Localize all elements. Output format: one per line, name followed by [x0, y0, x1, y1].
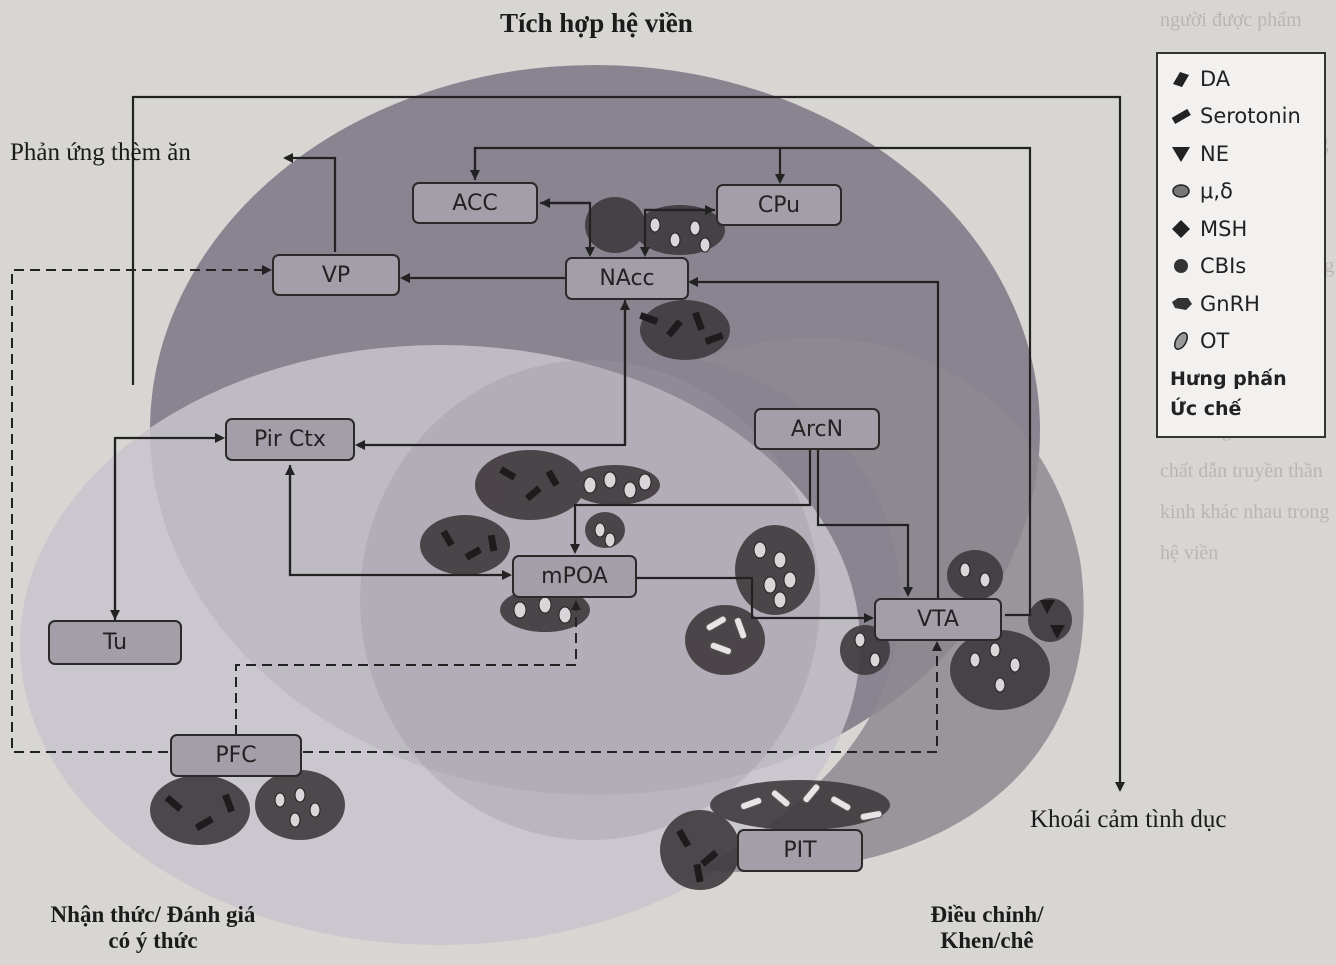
ne-icon [1170, 144, 1200, 164]
serotonin-icon [1170, 106, 1200, 126]
legend-item-ot: OT [1170, 323, 1324, 361]
cognition-label: Nhận thức/ Đánh giá có ý thức [22, 902, 284, 954]
node-tu: Tu [48, 620, 182, 665]
node-vp: VP [272, 254, 400, 296]
gnrh-icon [1170, 294, 1200, 314]
node-mpoa: mPOA [512, 555, 637, 598]
cognition-label-line2: có ý thức [22, 928, 284, 954]
diagram-title: Tích hợp hệ viền [500, 8, 693, 39]
legend-label: NE [1200, 142, 1229, 166]
ot-icon [1170, 331, 1200, 351]
legend-label: Serotonin [1200, 104, 1301, 128]
legend-item-ne: NE [1170, 135, 1324, 173]
legend-label: GnRH [1200, 292, 1260, 316]
legend-item-gnrh: GnRH [1170, 285, 1324, 323]
msh-icon [1170, 219, 1200, 239]
node-arcn: ArcN [754, 408, 880, 450]
legend-item-cb1: CBIs [1170, 248, 1324, 286]
legend-item-msh: MSH [1170, 210, 1324, 248]
legend-label: DA [1200, 67, 1230, 91]
appetitive-label: Phản ứng thèm ăn [10, 139, 191, 167]
legend-inhibitory: Ức chế [1170, 394, 1324, 424]
node-cpu: CPu [716, 184, 842, 226]
cognition-label-line1: Nhận thức/ Đánh giá [22, 902, 284, 928]
cb1-icon [1170, 256, 1200, 276]
legend-item-serotonin: Serotonin [1170, 98, 1324, 136]
regulation-label-line2: Khen/chê [902, 928, 1072, 954]
node-pit: PIT [737, 829, 863, 872]
legend-item-da: DA [1170, 60, 1324, 98]
node-nacc: NAcc [565, 257, 689, 300]
regulation-label: Điều chỉnh/ Khen/chê [902, 902, 1072, 954]
regulation-label-line1: Điều chỉnh/ [902, 902, 1072, 928]
legend: DA Serotonin NE μ,δ MSH CBIs GnRH OT Hưn… [1156, 52, 1326, 438]
pleasure-label: Khoái cảm tình dục [1030, 806, 1226, 834]
legend-label: MSH [1200, 217, 1247, 241]
legend-item-mu-delta: μ,δ [1170, 173, 1324, 211]
node-pirctx: Pir Ctx [225, 418, 355, 461]
legend-label: μ,δ [1200, 179, 1233, 203]
node-acc: ACC [412, 182, 538, 224]
node-pfc: PFC [170, 734, 302, 777]
mu-delta-icon [1170, 181, 1200, 201]
legend-label: OT [1200, 329, 1229, 353]
legend-label: CBIs [1200, 254, 1246, 278]
node-vta: VTA [874, 598, 1002, 641]
legend-excitatory: Hưng phấn [1170, 364, 1324, 394]
da-icon [1170, 69, 1200, 89]
